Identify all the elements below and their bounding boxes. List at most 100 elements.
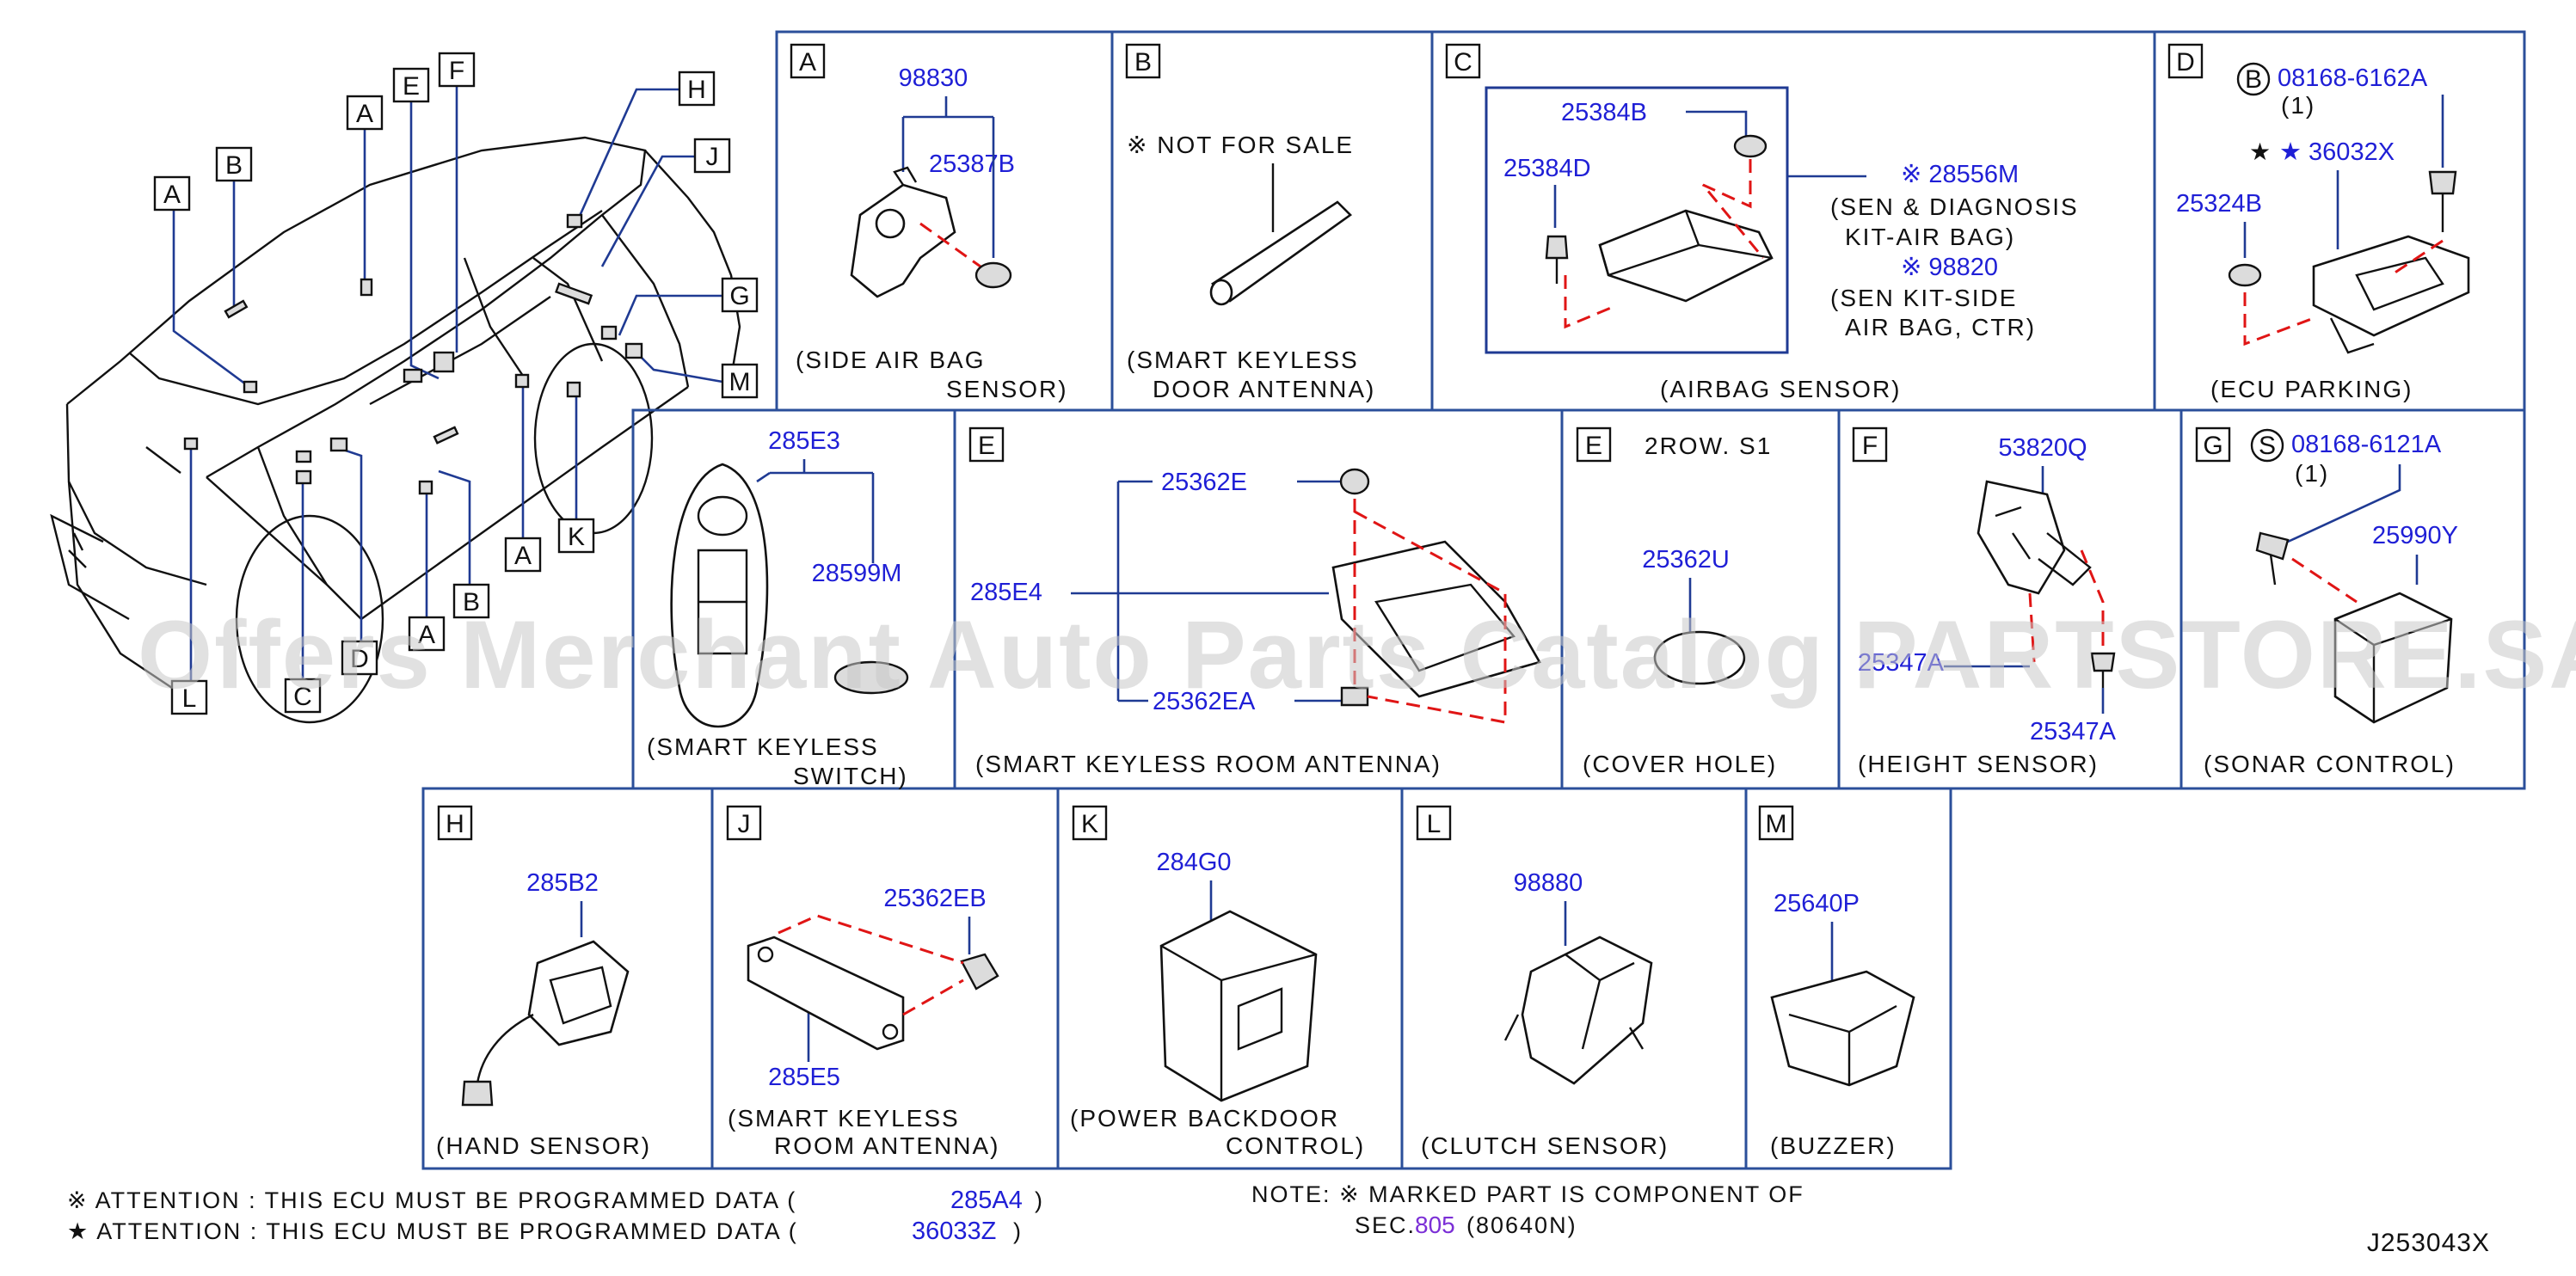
panel-caption: SWITCH) (793, 763, 908, 789)
part-number[interactable]: 25347A (2030, 718, 2117, 745)
part-number[interactable]: 285E5 (768, 1064, 840, 1091)
buzzer-icon (1770, 970, 1915, 1087)
car-callout[interactable]: J (693, 138, 731, 174)
panel-letter: E (1585, 432, 1602, 460)
panel-letter: D (2176, 48, 2195, 77)
panel-letter: B (1134, 48, 1152, 77)
quantity: (1) (2281, 92, 2315, 119)
part-number[interactable]: 53820Q (1998, 434, 2087, 462)
car-callout-label: G (729, 282, 749, 310)
car-callout[interactable]: H (678, 71, 716, 107)
not-for-sale-note: ※ NOT FOR SALE (1127, 132, 1354, 158)
part-number[interactable]: ※ 28556M (1901, 161, 2019, 188)
car-part-markers (183, 213, 643, 495)
car-callout-label: F (449, 57, 464, 85)
panel-m: M 25640P (BUZZER) (1758, 805, 1915, 1159)
panel-caption: (BUZZER) (1770, 1132, 1897, 1159)
part-number[interactable]: 25362E (1161, 469, 1247, 496)
coin-battery-icon (833, 660, 909, 695)
door-antenna-icon (1210, 200, 1353, 303)
part-number[interactable]: 285E3 (768, 427, 840, 455)
panel-a: A 98830 25387B (SIDE AIR BAG SENSOR) (790, 43, 1067, 402)
part-number[interactable]: 25362EA (1153, 688, 1256, 715)
part-number[interactable]: ※ 98820 (1901, 254, 1998, 281)
part-number[interactable]: 25384D (1503, 155, 1591, 182)
panel-caption: ROOM ANTENNA) (774, 1132, 999, 1159)
sonar-control-icon (2333, 592, 2453, 724)
part-number[interactable]: 28599M (812, 560, 902, 587)
part-description: (SEN KIT-SIDE (1830, 285, 2017, 311)
car-callout-boxes: A B A E F H J G M K A B A D C L (153, 52, 759, 715)
car-callout-label: D (350, 645, 369, 673)
panel-j: J 25362EB 285E5 (SMART KEYLESS ROOM ANTE… (726, 805, 999, 1159)
panel-letter: F (1862, 432, 1878, 460)
part-number[interactable]: 08168-6162A (2278, 64, 2428, 92)
part-number[interactable]: 98830 (899, 64, 968, 92)
car-callout[interactable]: B (452, 583, 490, 619)
watermark: Offers Merchant Auto Parts Catalog PARTS… (138, 601, 2576, 709)
panel-g-frame (2179, 408, 2526, 790)
attention-note: ★ ATTENTION : THIS ECU MUST BE PROGRAMME… (67, 1218, 798, 1244)
part-number[interactable]: 25362EB (883, 885, 986, 912)
part-number[interactable]: 25362U (1642, 546, 1730, 574)
car-callout[interactable]: A (504, 537, 542, 573)
car-callout[interactable]: A (346, 95, 384, 131)
car-callout-label: B (225, 151, 243, 180)
car-callout[interactable]: F (438, 52, 476, 88)
sec-link[interactable]: 805 (1415, 1212, 1455, 1238)
part-number[interactable]: 25640P (1774, 890, 1860, 917)
car-callout[interactable]: M (721, 363, 759, 399)
car-callout[interactable]: A (408, 616, 446, 652)
part-number[interactable]: 285E4 (970, 579, 1042, 606)
part-number[interactable]: 285B2 (526, 869, 599, 897)
car-callout[interactable]: C (284, 678, 322, 714)
part-number[interactable]: 284G0 (1156, 849, 1231, 876)
panel-caption: (SMART KEYLESS (647, 733, 879, 760)
panel-e-cover-hole: E 2ROW. S1 25362U (COVER HOLE) (1576, 426, 1775, 777)
attention-part-number[interactable]: 285A4 (950, 1187, 1023, 1214)
attention-part-number[interactable]: 36033Z (912, 1218, 996, 1245)
car-callout[interactable]: E (392, 67, 430, 103)
car-callout[interactable]: D (341, 640, 378, 676)
side-airbag-sensor-icon (850, 183, 956, 298)
car-callout[interactable]: L (170, 679, 208, 715)
car-callout-label: B (463, 588, 480, 617)
part-number[interactable]: 98880 (1514, 869, 1583, 897)
part-number[interactable]: ★ 36032X (2279, 138, 2395, 166)
panel-caption: DOOR ANTENNA) (1153, 376, 1375, 402)
car-callout[interactable]: A (153, 175, 191, 212)
circle-letter: B (2245, 65, 2262, 94)
note-line: NOTE: ※ MARKED PART IS COMPONENT OF (1251, 1181, 1804, 1207)
car-callout[interactable]: B (215, 146, 253, 182)
panel-letter: J (738, 810, 751, 838)
part-description: KIT-AIR BAG) (1845, 224, 2015, 250)
sec-note: NOTE: ※ MARKED PART IS COMPONENT OF SEC.… (1251, 1181, 1804, 1238)
panel-caption: (SONAR CONTROL) (2204, 751, 2456, 777)
cover-hole-icon (1653, 630, 1746, 685)
panel-letter: H (446, 810, 464, 838)
airbag-sensor-unit-icon (1598, 209, 1774, 303)
part-number[interactable]: 25384B (1561, 99, 1647, 126)
panel-subtitle: 2ROW. S1 (1645, 432, 1772, 459)
car-callout[interactable]: G (721, 277, 759, 313)
part-number[interactable]: 25990Y (2372, 522, 2458, 549)
car-callout-label: C (293, 683, 312, 711)
panel-b: B ※ NOT FOR SALE (SMART KEYLESS DOOR ANT… (1125, 43, 1375, 402)
room-antenna-j-icon (747, 936, 905, 1051)
panel-caption: (SMART KEYLESS ROOM ANTENNA) (975, 751, 1442, 777)
part-number[interactable]: 25387B (929, 150, 1015, 178)
panel-letter: M (1766, 810, 1787, 838)
car-callout[interactable]: K (557, 518, 595, 554)
panel-f-frame (1837, 408, 2183, 790)
nut-icon (974, 261, 1012, 289)
part-number[interactable]: 25347A (1858, 649, 1945, 677)
circle-letter: S (2259, 432, 2276, 460)
clutch-sensor-icon (1521, 936, 1653, 1085)
panel-l: L 98880 (CLUTCH SENSOR) (1416, 805, 1667, 1159)
height-sensor-icon (1977, 480, 2066, 595)
panel-caption: (SMART KEYLESS (728, 1105, 960, 1132)
panel-letter: A (799, 48, 816, 77)
part-number[interactable]: 25324B (2176, 190, 2262, 218)
part-number[interactable]: 08168-6121A (2291, 431, 2442, 458)
